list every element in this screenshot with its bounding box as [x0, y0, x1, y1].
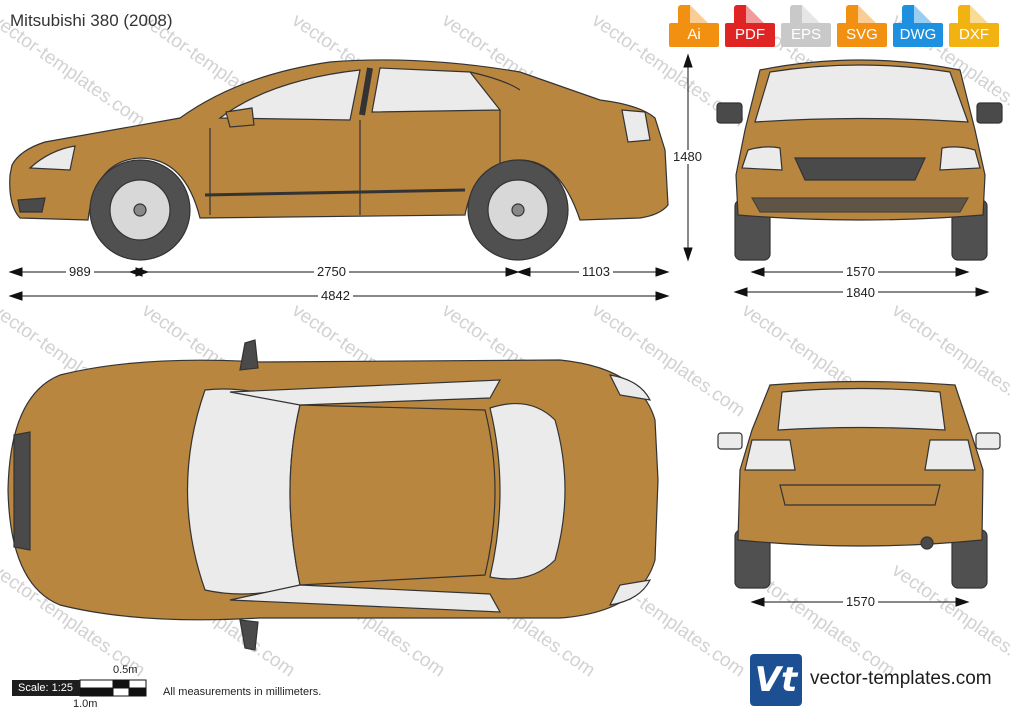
format-label: DXF	[949, 23, 999, 47]
scale-one-meter: 1.0m	[73, 698, 98, 710]
top-view	[7, 339, 659, 651]
scale-half-meter: 0.5m	[113, 664, 138, 676]
svg-file-icon[interactable]: SVG	[837, 5, 887, 48]
format-label: Ai	[669, 23, 719, 47]
dim-rear-overhang: 1103	[579, 265, 613, 279]
side-view	[9, 59, 669, 261]
vt-logo-icon[interactable]: Vt	[750, 654, 802, 706]
format-label: EPS	[781, 23, 831, 47]
format-label: DWG	[893, 23, 943, 47]
ai-file-icon[interactable]: Ai	[669, 5, 719, 48]
dim-front-overhang: 989	[66, 265, 94, 279]
scale-bar	[79, 679, 147, 697]
pdf-file-icon[interactable]: PDF	[725, 5, 775, 48]
format-label: PDF	[725, 23, 775, 47]
rear-view	[717, 380, 1001, 589]
dwg-file-icon[interactable]: DWG	[893, 5, 943, 48]
measurement-note: All measurements in millimeters.	[163, 686, 322, 698]
site-link[interactable]: vector-templates.com	[810, 668, 992, 689]
scale-label: Scale: 1:25	[12, 680, 80, 696]
front-view	[716, 59, 1003, 261]
dim-wheelbase: 2750	[314, 265, 349, 279]
dim-height: 1480	[670, 150, 705, 164]
dim-length: 4842	[318, 289, 353, 303]
dim-width: 1840	[843, 286, 878, 300]
eps-file-icon[interactable]: EPS	[781, 5, 831, 48]
format-label: SVG	[837, 23, 887, 47]
dxf-file-icon[interactable]: DXF	[949, 5, 999, 48]
page-title: Mitsubishi 380 (2008)	[10, 11, 173, 30]
dim-track-rear: 1570	[843, 595, 878, 609]
dim-track-front: 1570	[843, 265, 878, 279]
